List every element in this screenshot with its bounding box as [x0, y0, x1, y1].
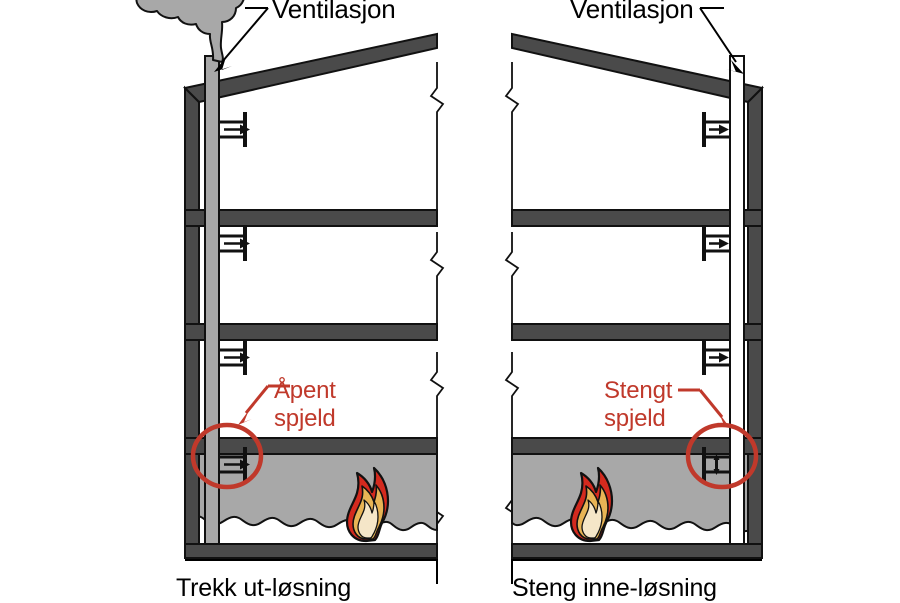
panel-left	[135, 0, 445, 580]
roof-slab-right	[511, 32, 765, 104]
caption-left: Trekk ut-løsning	[176, 574, 352, 602]
damper-open-left-ground	[219, 447, 250, 482]
smoke-layer-right	[511, 451, 763, 533]
damper-group-right-floor3	[702, 226, 730, 261]
leader-arrowhead-open	[238, 410, 252, 425]
vent-arrowhead-right	[726, 60, 744, 74]
damper-label-left: Åpent spjeld	[274, 377, 336, 432]
leader-arrowhead-closed	[716, 413, 730, 428]
caption-rules	[185, 559, 762, 584]
ventilation-duct-left	[204, 55, 220, 545]
floor-slab-left-3	[184, 209, 438, 227]
smoke-layer-left	[184, 451, 438, 532]
damper-closed-right-ground	[702, 447, 730, 482]
damper-group-right-floor2	[702, 340, 730, 375]
smoke-plume-left	[135, 0, 245, 63]
vent-leader-left	[221, 7, 269, 63]
floor-slab-right-1	[511, 437, 763, 455]
roof-slab-left	[182, 32, 438, 104]
floor-slab-left-2	[184, 323, 438, 341]
base-slab-right	[511, 543, 763, 559]
ventilation-duct-right	[729, 55, 745, 545]
vent-label-right: Ventilasjon	[570, 0, 694, 24]
vent-arrowhead-left	[214, 57, 232, 72]
damper-label-right: Stengt spjeld	[604, 377, 672, 432]
caption-right: Steng inne-løsning	[512, 574, 717, 602]
damper-group-left-floor3	[219, 226, 250, 261]
vent-label-left: Ventilasjon	[272, 0, 396, 24]
leader-open-damper	[244, 384, 290, 414]
damper-label-left-line1: Åpent	[274, 377, 336, 404]
floor-slab-right-2	[511, 323, 763, 341]
vent-leader-right	[699, 7, 737, 63]
base-slab-left	[184, 543, 438, 559]
damper-group-left-floor4	[219, 112, 250, 147]
damper-group-right-floor4	[702, 112, 730, 147]
damper-label-left-line2: spjeld	[274, 404, 336, 432]
damper-label-right-line2: spjeld	[604, 404, 666, 432]
highlight-circle-closed-damper	[685, 422, 759, 490]
damper-label-right-line1: Stengt	[604, 377, 673, 404]
damper-group-left-floor2	[219, 340, 250, 375]
highlight-circle-open-damper	[190, 422, 264, 490]
panel-right	[504, 32, 765, 580]
floor-slab-right-3	[511, 209, 763, 227]
floor-slab-left-1	[184, 437, 438, 455]
leader-closed-damper	[678, 388, 724, 418]
